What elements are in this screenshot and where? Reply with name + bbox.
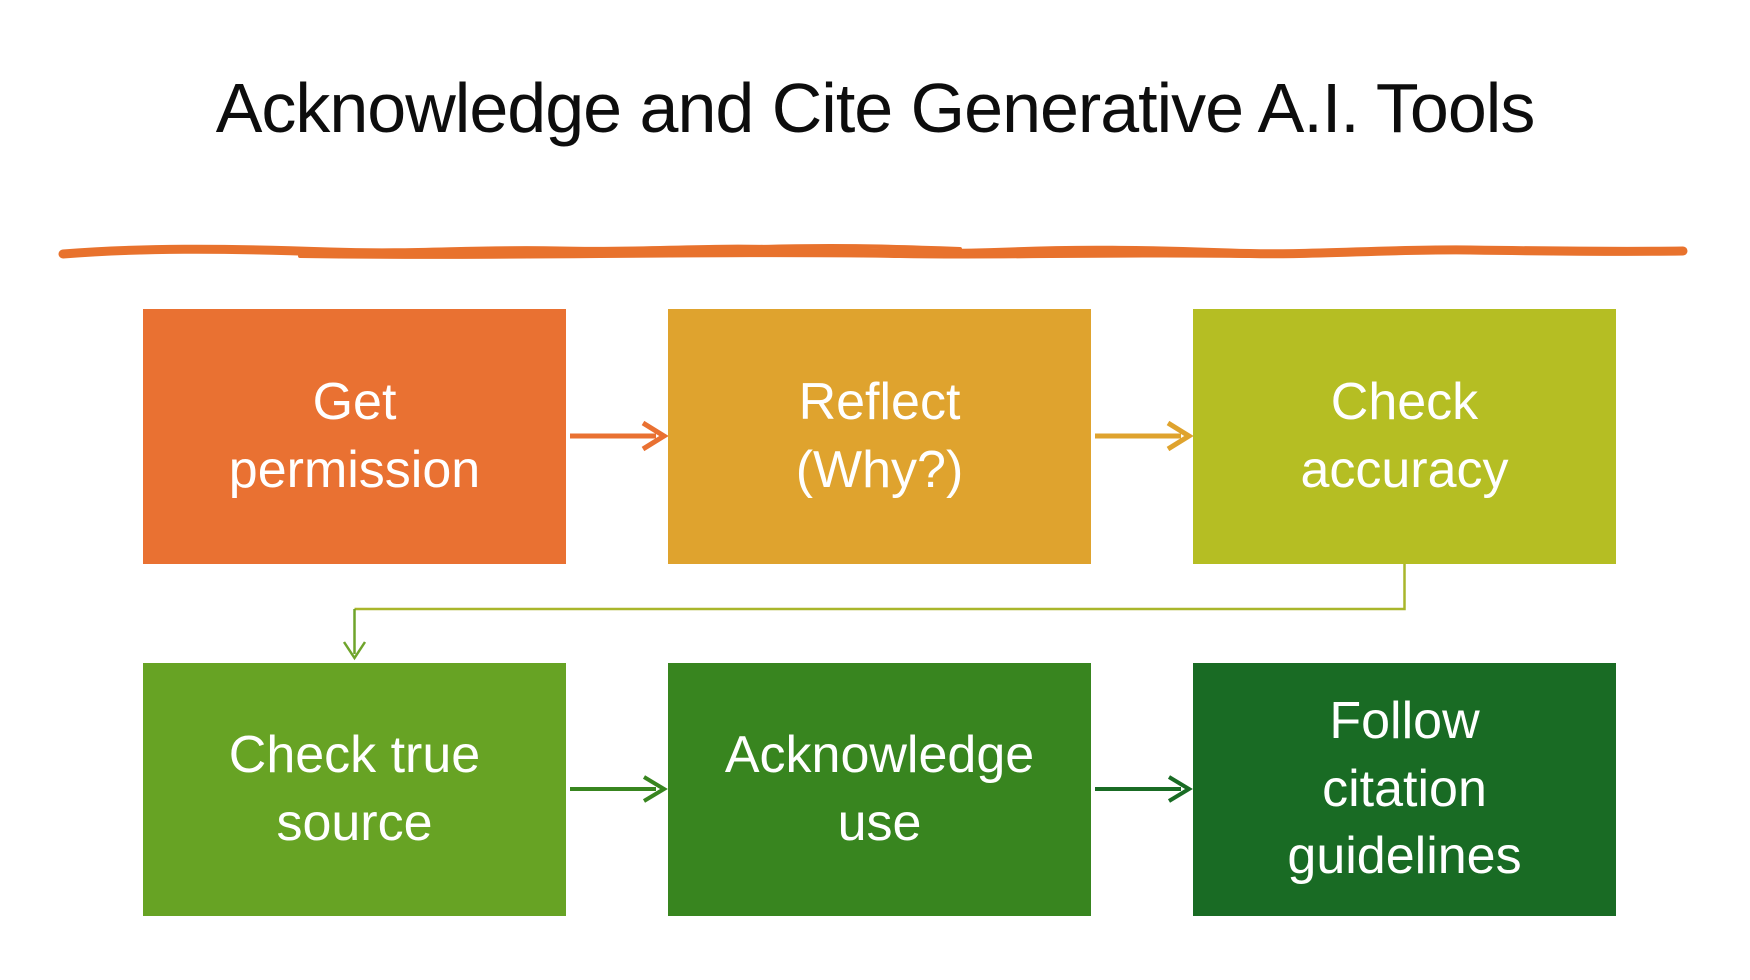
flow-node-label: Reflect (Why?) [795,372,964,499]
connector-arrow-4 [570,775,668,803]
flow-node-label: Acknowledge use [724,725,1035,852]
flow-node-get-permission: Get permission [143,309,566,564]
flow-node-label: Get permission [228,372,481,499]
connector-elbow-3 [342,564,1406,661]
flow-node-check-true-source: Check true source [143,663,566,916]
divider-line [58,243,1688,259]
connector-arrow-1 [570,420,669,452]
flow-node-check-accuracy: Check accuracy [1193,309,1616,564]
connector-arrow-2 [1095,420,1194,452]
flow-node-acknowledge-use: Acknowledge use [668,663,1091,916]
flow-node-follow-citation-guidelines: Follow citation guidelines [1193,663,1616,916]
flow-node-label: Follow citation guidelines [1287,692,1522,886]
page-title: Acknowledge and Cite Generative A.I. Too… [215,69,1536,147]
connector-arrow-5 [1095,775,1193,803]
flow-node-label: Check accuracy [1300,372,1509,499]
flow-node-reflect-why: Reflect (Why?) [668,309,1091,564]
flow-node-label: Check true source [228,725,481,852]
